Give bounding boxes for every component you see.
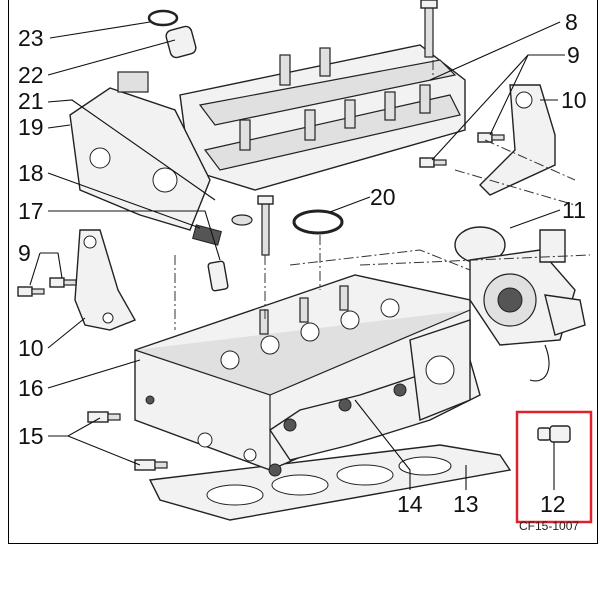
bolts-9-right xyxy=(419,132,505,168)
bolts-9-left xyxy=(17,277,77,297)
assembly-lines xyxy=(174,60,591,330)
studs-15 xyxy=(87,411,168,471)
exhaust-manifold xyxy=(268,319,481,477)
head-gasket xyxy=(148,444,512,521)
bolt-top xyxy=(420,0,438,58)
connector-18 xyxy=(192,214,253,246)
callout-20: 20 xyxy=(370,184,396,210)
callout-9-left: 9 xyxy=(18,240,31,266)
callout-11: 11 xyxy=(562,197,586,223)
callout-12: 12 xyxy=(540,491,566,517)
figure-code: CF15-1007 xyxy=(519,519,579,533)
callout-22: 22 xyxy=(18,62,44,88)
sensor-17 xyxy=(207,260,229,292)
callout-15: 15 xyxy=(18,423,44,449)
callout-14: 14 xyxy=(397,491,423,517)
seal-ring-20 xyxy=(292,209,344,235)
o-ring-23 xyxy=(147,9,179,27)
callout-16: 16 xyxy=(18,375,44,401)
callout-10-right: 10 xyxy=(561,87,587,113)
callout-21: 21 xyxy=(18,88,44,114)
sleeve-22 xyxy=(165,25,197,59)
cam-cover xyxy=(179,44,466,191)
diagram-frame xyxy=(8,0,598,544)
bolt-long xyxy=(257,195,274,256)
callout-23: 23 xyxy=(18,25,44,51)
highlight-box-12 xyxy=(515,410,593,524)
cylinder-head xyxy=(134,274,471,471)
bracket-right xyxy=(479,84,556,196)
callout-17: 17 xyxy=(18,198,44,224)
leader-lines xyxy=(29,21,565,490)
callout-9-right: 9 xyxy=(567,42,580,68)
callout-13: 13 xyxy=(453,491,479,517)
callout-labels: 23 22 21 19 18 17 9 10 16 15 8 9 10 20 1… xyxy=(18,9,587,533)
callout-19: 19 xyxy=(18,114,44,140)
bracket-left xyxy=(74,229,137,331)
callout-18: 18 xyxy=(18,160,44,186)
turbocharger xyxy=(454,226,586,382)
callout-8: 8 xyxy=(565,9,578,35)
callout-10-left: 10 xyxy=(18,335,44,361)
